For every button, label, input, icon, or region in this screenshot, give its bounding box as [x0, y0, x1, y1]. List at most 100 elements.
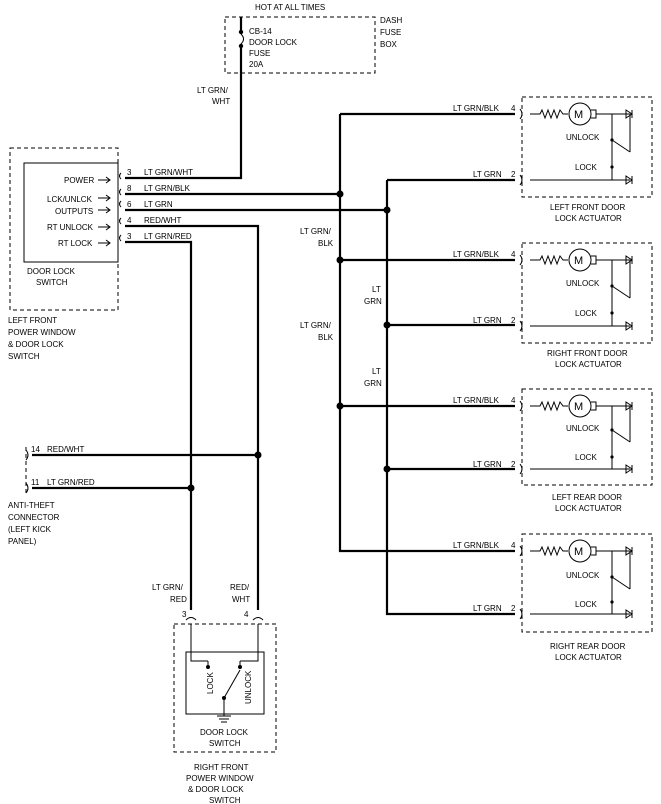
- actuator-bottom-pin: 2: [511, 316, 516, 325]
- left-switch-pin-power: 3: [127, 168, 132, 177]
- right-switch-pin-3: 3: [182, 610, 187, 619]
- right-switch-lock-label: LOCK: [206, 672, 215, 694]
- right-door-lock-switch-label-1: DOOR LOCK: [200, 728, 249, 737]
- left-switch-terminal-outputs: OUTPUTS: [55, 207, 93, 216]
- anti-theft-pin-14: 14: [31, 445, 40, 454]
- actuator-motor: [568, 248, 592, 272]
- actuator-caption-1: RIGHT REAR DOOR: [550, 642, 626, 651]
- main-wiring: [32, 73, 515, 616]
- left-front-caption-4: SWITCH: [8, 352, 40, 361]
- anti-theft-caption-1: ANTI-THEFT: [8, 501, 55, 510]
- actuator-top-wire-label: LT GRN/BLK: [453, 541, 500, 550]
- anti-theft-caption-2: CONNECTOR: [8, 513, 60, 522]
- actuator-right-rear: LT GRN/BLK 4 LT GRN 2 M UNLOCK LOCK RIGH…: [453, 533, 653, 662]
- actuator-caption-2: LOCK ACTUATOR: [555, 360, 622, 369]
- actuator-bottom-wire-label: LT GRN: [473, 460, 502, 469]
- right-front-caption-1: RIGHT FRONT: [194, 763, 249, 772]
- wire-label-lt-grn: LT GRN: [144, 200, 173, 209]
- fuse-label-line-1: CB-14: [249, 27, 272, 36]
- left-front-caption-2: POWER WINDOW: [8, 328, 76, 337]
- actuator-unlock-label: UNLOCK: [566, 279, 600, 288]
- right-switch-wire-left-1: LT GRN/: [152, 583, 184, 592]
- actuator-top-pin: 4: [511, 396, 516, 405]
- wire-label-lt-grn-wht: LT GRN/WHT: [144, 168, 193, 177]
- actuator-bottom-pin: 2: [511, 170, 516, 179]
- right-switch-inner-box: [185, 651, 265, 715]
- actuator-right-front: LT GRN/BLK 4 LT GRN 2 M UNLOCK LOCK RIGH…: [453, 242, 653, 369]
- actuator-lock-label: LOCK: [575, 163, 597, 172]
- actuator-caption-2: LOCK ACTUATOR: [555, 504, 622, 513]
- right-front-switch: LT GRN/ RED RED/ WHT 3 4 LOCK UNLOCK DOO…: [152, 583, 277, 804]
- actuator-box: [521, 242, 653, 344]
- circuit-breaker-symbol: [238, 17, 244, 73]
- actuator-box: [521, 388, 653, 486]
- grn-bus-label-1a: LT: [372, 285, 381, 294]
- anti-theft-caption-4: PANEL): [8, 537, 37, 546]
- left-switch-terminal-power: POWER: [64, 176, 94, 185]
- actuator-unlock-label: UNLOCK: [566, 133, 600, 142]
- actuator-unlock-label: UNLOCK: [566, 571, 600, 580]
- actuator-motor-label: M: [574, 401, 583, 413]
- fuse-label-line-4: 20A: [249, 60, 264, 69]
- actuator-left-front: LT GRN/BLK 4 LT GRN 2 M UNLOCK LOCK LEFT…: [453, 96, 653, 223]
- actuator-coil: [530, 254, 568, 266]
- grn-bus-label-1b: GRN: [364, 297, 382, 306]
- fuse-wire-label-line-2: WHT: [212, 97, 230, 106]
- blk-bus-label-1b: BLK: [318, 239, 334, 248]
- actuator-coil: [530, 108, 568, 120]
- left-front-caption-1: LEFT FRONT: [8, 316, 57, 325]
- wire-label-lt-grn-blk: LT GRN/BLK: [144, 184, 191, 193]
- actuator-lock-label: LOCK: [575, 453, 597, 462]
- left-switch-pin-outputs: 6: [127, 200, 132, 209]
- left-door-lock-switch-label-1: DOOR LOCK: [27, 267, 76, 276]
- actuator-unlock-label: UNLOCK: [566, 424, 600, 433]
- anti-theft-caption-3: (LEFT KICK: [8, 525, 52, 534]
- actuator-coil: [530, 545, 568, 557]
- grn-bus-label-2b: GRN: [364, 379, 382, 388]
- anti-theft-wire-red-wht: RED/WHT: [47, 445, 84, 454]
- right-switch-wire-right-1: RED/: [230, 583, 250, 592]
- right-switch-pin-4: 4: [244, 610, 249, 619]
- left-switch-connector-marks: [119, 172, 122, 242]
- grn-bus-label-2a: LT: [372, 367, 381, 376]
- actuator-top-wire-label: LT GRN/BLK: [453, 104, 500, 113]
- actuator-caption-1: RIGHT FRONT DOOR: [547, 349, 628, 358]
- actuator-caption-2: LOCK ACTUATOR: [555, 214, 622, 223]
- actuator-bottom-wire-label: LT GRN: [473, 170, 502, 179]
- left-door-lock-switch-label-2: SWITCH: [36, 278, 68, 287]
- right-front-caption-3: & DOOR LOCK: [188, 785, 244, 794]
- fuse-box-label-line-1: DASH: [380, 16, 402, 25]
- actuator-bottom-pin: 2: [511, 460, 516, 469]
- blk-bus-label-2a: LT GRN/: [300, 321, 332, 330]
- actuator-box: [521, 533, 653, 633]
- hot-at-all-times-label: HOT AT ALL TIMES: [255, 3, 325, 12]
- actuator-top-pin: 4: [511, 250, 516, 259]
- anti-theft-connector: 14 11 RED/WHT LT GRN/RED ANTI-THEFT CONN…: [8, 445, 95, 546]
- actuator-bottom-wire-label: LT GRN: [473, 604, 502, 613]
- fuse-box-label-line-2: FUSE: [380, 28, 401, 37]
- actuator-coil: [530, 400, 568, 412]
- left-switch-output-arrows: [98, 176, 111, 247]
- left-switch-terminal-rt-unlock: RT UNLOCK: [47, 223, 94, 232]
- fuse-label-line-2: DOOR LOCK: [249, 38, 298, 47]
- wire-label-red-wht: RED/WHT: [144, 216, 181, 225]
- right-front-caption-4: SWITCH: [209, 796, 241, 804]
- right-switch-outline: [173, 623, 277, 753]
- actuator-motor-label: M: [574, 546, 583, 558]
- right-switch-wire-left-2: RED: [170, 595, 187, 604]
- left-front-caption-3: & DOOR LOCK: [8, 340, 64, 349]
- splice-dots: [187, 190, 391, 492]
- actuator-top-pin: 4: [511, 104, 516, 113]
- right-front-caption-2: POWER WINDOW: [186, 774, 254, 783]
- blk-bus-label-1a: LT GRN/: [300, 227, 332, 236]
- fuse-wire-label-line-1: LT GRN/: [197, 86, 229, 95]
- actuator-caption-1: LEFT FRONT DOOR: [550, 203, 625, 212]
- actuator-box: [521, 96, 653, 198]
- actuator-motor-label: M: [574, 255, 583, 267]
- actuator-bottom-pin: 2: [511, 604, 516, 613]
- actuator-top-pin: 4: [511, 541, 516, 550]
- actuator-caption-1: LEFT REAR DOOR: [552, 493, 622, 502]
- left-switch-pin-rt-lock: 3: [127, 232, 132, 241]
- right-switch-wire-right-2: WHT: [232, 595, 250, 604]
